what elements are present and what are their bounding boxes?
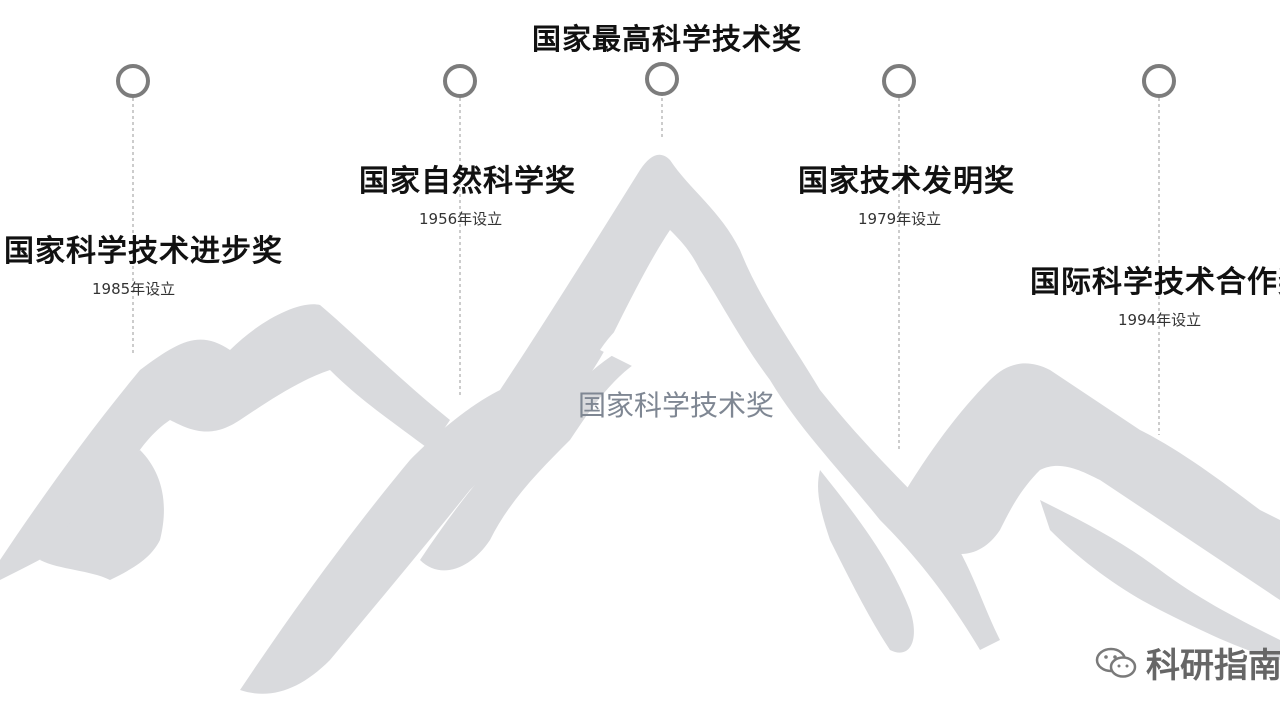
award-title-natural: 国家自然科学奖 xyxy=(359,164,576,199)
award-date-progress: 1985年设立 xyxy=(92,280,176,298)
award-title-progress: 国家科学技术进步奖 xyxy=(4,234,283,269)
watermark-text: 科研指南 xyxy=(1146,646,1280,686)
award-date-natural: 1956年设立 xyxy=(419,210,503,228)
award-title-invention: 国家技术发明奖 xyxy=(798,164,1015,199)
award-title-international: 国际科学技术合作奖 xyxy=(1030,265,1280,300)
marker-circle xyxy=(882,64,916,98)
marker-circle xyxy=(1142,64,1176,98)
marker-circle xyxy=(116,64,150,98)
wechat-icon xyxy=(1095,647,1137,678)
center-category-label: 国家科学技术奖 xyxy=(578,389,775,422)
award-date-invention: 1979年设立 xyxy=(858,210,942,228)
watermark: 科研指南 xyxy=(1094,638,1280,687)
top-award-title: 国家最高科学技术奖 xyxy=(532,22,803,56)
marker-circle xyxy=(645,62,679,96)
award-date-international: 1994年设立 xyxy=(1118,311,1202,329)
marker-circle xyxy=(443,64,477,98)
